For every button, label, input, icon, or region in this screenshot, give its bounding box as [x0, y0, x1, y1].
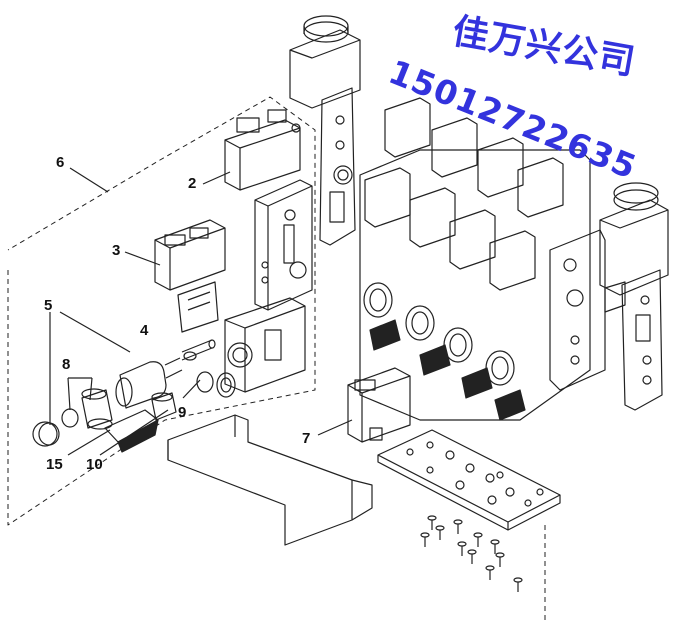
leader-4: [59, 311, 131, 353]
part-cover-plate: [167, 414, 373, 546]
part-2-solenoid-coil: [224, 109, 301, 191]
part-8-sleeve: [81, 388, 113, 430]
leader-3: [124, 251, 161, 266]
leader-6: [69, 167, 109, 193]
leader-8c: [67, 377, 71, 411]
callout-7: 7: [302, 430, 311, 447]
part-8-seal: [61, 408, 79, 428]
leader-15: [67, 429, 111, 456]
part-4-fitting: [115, 339, 216, 409]
part-base-plate: [377, 429, 561, 531]
part-stacked-valve-assembly: [359, 97, 606, 421]
callout-9: 9: [178, 404, 187, 421]
part-end-block-top: [289, 15, 361, 246]
part-3-solenoid-coil: [154, 219, 226, 333]
leader-10: [99, 409, 169, 456]
leader-7: [317, 419, 353, 436]
callout-8: 8: [62, 356, 71, 373]
part-10-plunger: [151, 392, 177, 421]
callout-4: 4: [140, 322, 149, 339]
part-valve-body-center: [254, 179, 313, 311]
callout-15: 15: [46, 456, 63, 473]
part-9-o-ring: [196, 371, 214, 393]
assembly-group-boundary: [7, 96, 316, 526]
callout-5: 5: [44, 297, 53, 314]
part-5-cap: [32, 421, 60, 447]
part-15-manual-override: [104, 409, 159, 453]
part-screws: [420, 515, 523, 592]
part-9-ring-fitting: [216, 372, 236, 398]
callout-6: 6: [56, 154, 65, 171]
part-manifold-block: [224, 297, 306, 393]
part-7-solenoid-coil: [347, 367, 411, 443]
part-end-block-right: [599, 182, 669, 411]
callout-2: 2: [188, 175, 197, 192]
callout-10: 10: [86, 456, 103, 473]
callout-3: 3: [112, 242, 121, 259]
